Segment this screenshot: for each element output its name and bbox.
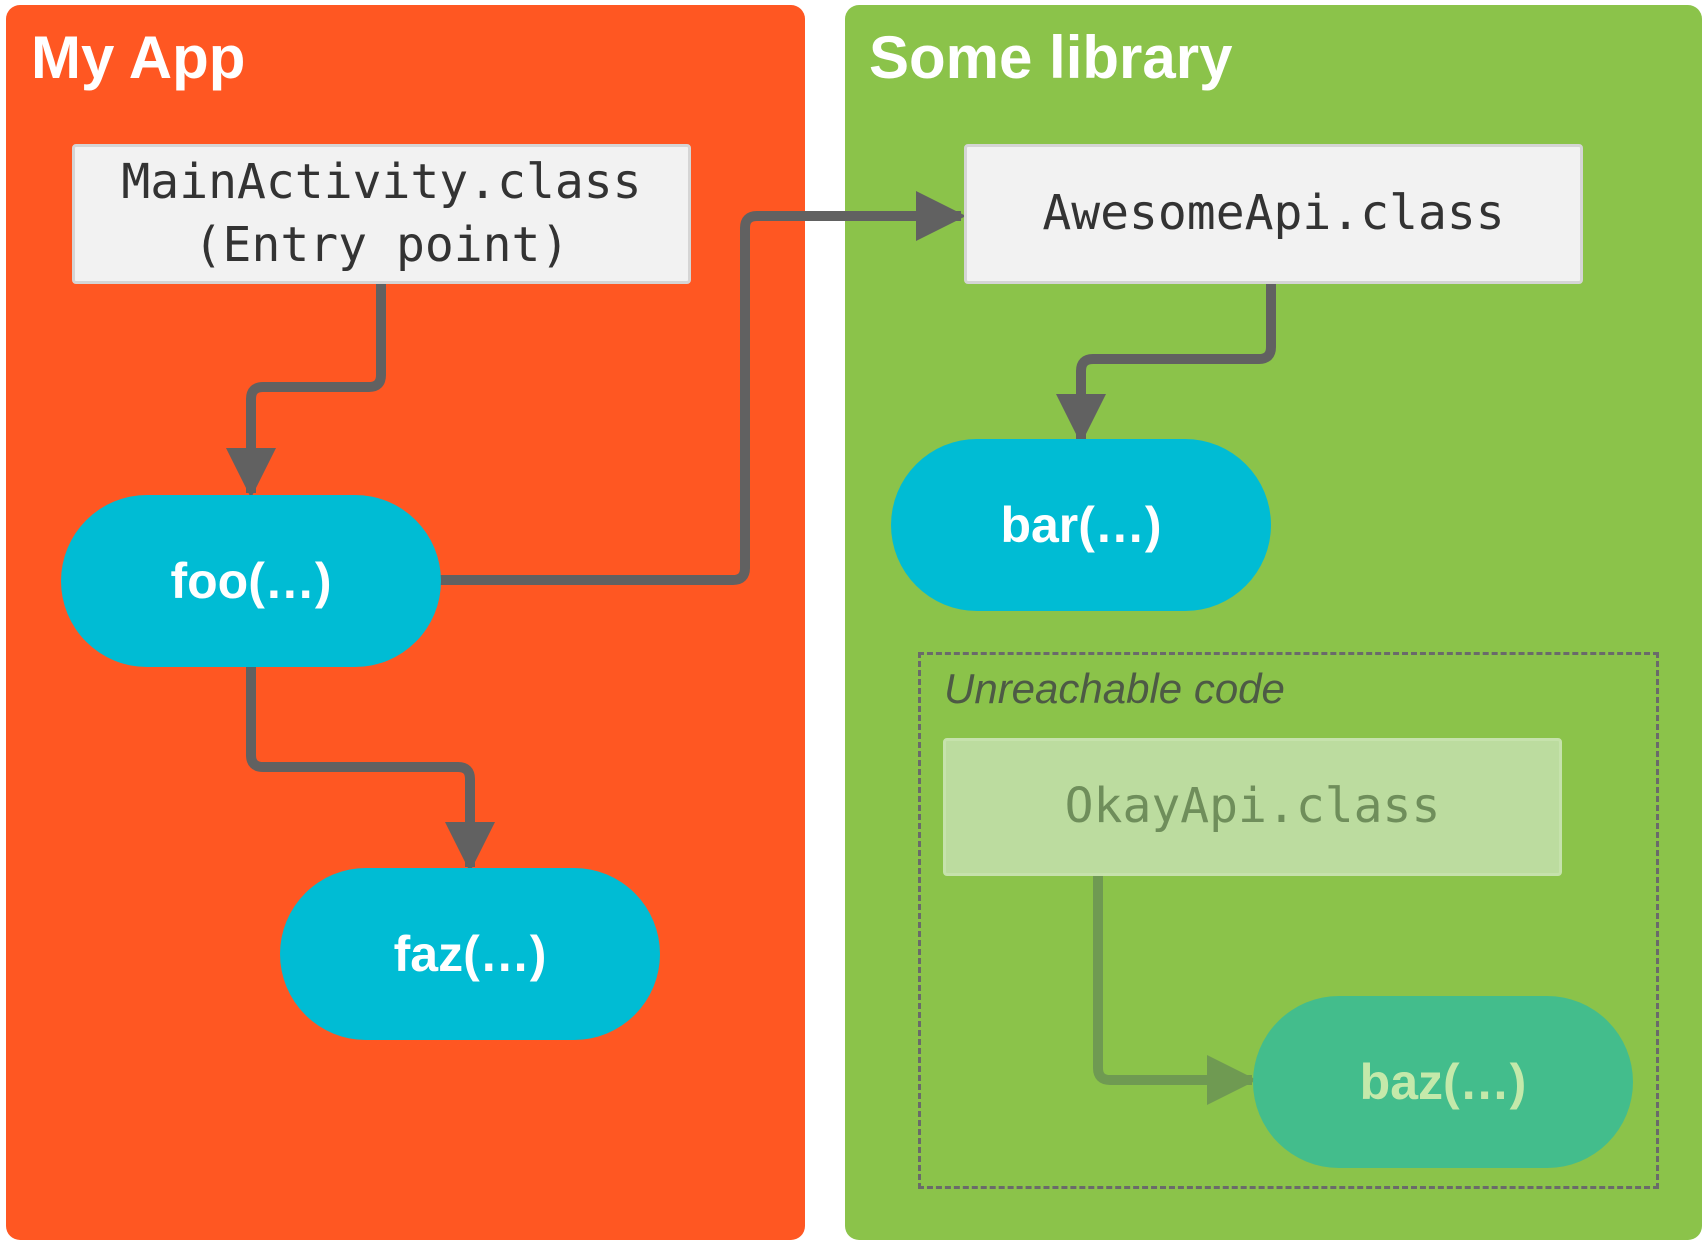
method-foo: foo(…) — [61, 495, 441, 667]
my-app-title: My App — [31, 24, 246, 91]
edge-main-activity-to-foo — [226, 283, 386, 498]
edge-awesome-api-to-bar — [1056, 283, 1276, 444]
some-library-title: Some library — [869, 24, 1233, 91]
unreachable-code-label: Unreachable code — [944, 665, 1285, 712]
entry-point-label: (Entry point) — [193, 217, 570, 273]
edge-okay-api-to-baz — [1093, 872, 1257, 1105]
method-faz-label: faz(…) — [393, 926, 547, 982]
awesome-api-class-box: AwesomeApi.class — [964, 144, 1583, 284]
main-activity-class-box: MainActivity.class (Entry point) — [72, 144, 691, 284]
method-baz-label: baz(…) — [1359, 1054, 1527, 1110]
main-activity-class-name: MainActivity.class — [121, 153, 642, 210]
awesome-api-class-name: AwesomeApi.class — [1042, 185, 1505, 242]
method-baz: baz(…) — [1253, 996, 1633, 1168]
method-bar: bar(…) — [891, 439, 1271, 611]
okay-api-class-name: OkayApi.class — [1064, 778, 1441, 835]
method-foo-label: foo(…) — [170, 553, 332, 609]
method-faz: faz(…) — [280, 868, 660, 1040]
edge-foo-to-awesome-api — [440, 191, 966, 585]
method-bar-label: bar(…) — [1000, 497, 1162, 553]
unreachable-code-region — [918, 652, 1659, 1189]
okay-api-class-box: OkayApi.class — [943, 738, 1562, 876]
edge-foo-to-faz — [246, 665, 495, 872]
